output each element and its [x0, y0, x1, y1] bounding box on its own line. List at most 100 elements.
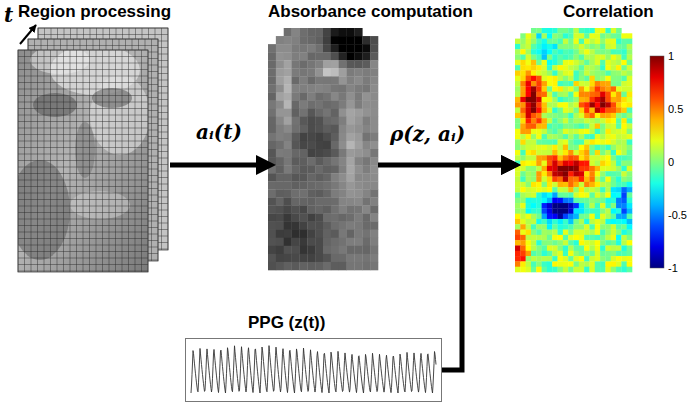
absorbance-cell — [339, 76, 347, 84]
absorbance-cell — [299, 36, 307, 44]
absorbance-cell — [362, 165, 370, 173]
heatmap-cell — [600, 192, 606, 198]
heatmap-cell — [547, 70, 553, 76]
heatmap-cell — [520, 145, 526, 151]
heatmap-cell — [584, 261, 590, 267]
absorbance-cell — [331, 68, 339, 76]
absorbance-cell — [307, 165, 315, 173]
heatmap-cell — [531, 177, 537, 183]
heatmap-cell — [520, 44, 526, 50]
grid-line — [18, 186, 148, 187]
heatmap-cell — [552, 230, 558, 236]
heatmap-cell — [520, 214, 526, 220]
heatmap-cell — [547, 49, 553, 55]
heatmap-cell — [531, 145, 537, 151]
absorbance-cell — [323, 214, 331, 222]
heatmap-cell — [526, 245, 532, 251]
signal-label: ρ(z, aᵢ) — [388, 122, 467, 146]
heatmap-cell — [558, 134, 564, 140]
heatmap-cell — [558, 102, 564, 108]
heatmap-cell — [584, 118, 590, 124]
heatmap-cell — [579, 261, 585, 267]
absorbance-cell — [315, 246, 323, 254]
heatmap-cell — [515, 240, 521, 246]
heatmap-cell — [520, 177, 526, 183]
heatmap-cell — [579, 192, 585, 198]
heatmap-cell — [627, 219, 633, 225]
heatmap-cell — [520, 33, 526, 39]
absorbance-cell — [354, 93, 362, 101]
absorbance-cell — [362, 117, 370, 125]
heatmap-cell — [589, 28, 595, 34]
heatmap-cell — [536, 92, 542, 98]
heatmap-cell — [515, 102, 521, 108]
absorbance-cell — [323, 60, 331, 68]
absorbance-cell — [323, 141, 331, 149]
heatmap-cell — [558, 28, 564, 34]
absorbance-cell — [284, 246, 292, 254]
heatmap-cell — [563, 230, 569, 236]
heatmap-cell — [605, 81, 611, 87]
absorbance-cell — [315, 133, 323, 141]
heatmap-cell — [542, 44, 548, 50]
heatmap-cell — [611, 214, 617, 220]
heatmap-cell — [600, 171, 606, 177]
absorbance-cell — [339, 238, 347, 246]
heatmap-cell — [600, 44, 606, 50]
absorbance-cell — [284, 84, 292, 92]
heatmap-cell — [605, 224, 611, 230]
absorbance-cell — [276, 93, 284, 101]
absorbance-cell — [268, 84, 276, 92]
flow-arrow — [170, 163, 268, 168]
heatmap-cell — [579, 256, 585, 262]
heatmap-cell — [616, 187, 622, 193]
heatmap-cell — [595, 60, 601, 66]
absorbance-cell — [354, 205, 362, 213]
grid-line — [18, 89, 148, 90]
heatmap-cell — [627, 245, 633, 251]
heatmap-cell — [563, 267, 569, 273]
heatmap-cell — [568, 134, 574, 140]
grid-line — [18, 102, 148, 103]
heatmap-cell — [616, 166, 622, 172]
heatmap-cell — [536, 49, 542, 55]
absorbance-cell — [315, 165, 323, 173]
heatmap-cell — [605, 145, 611, 151]
heatmap-cell — [520, 166, 526, 172]
heatmap-cell — [558, 123, 564, 129]
heatmap-cell — [589, 145, 595, 151]
heatmap-cell — [558, 198, 564, 204]
absorbance-cell — [362, 205, 370, 213]
heatmap-cell — [627, 261, 633, 267]
absorbance-cell — [354, 44, 362, 52]
heatmap-cell — [531, 256, 537, 262]
heatmap-cell — [621, 224, 627, 230]
absorbance-cell — [268, 181, 276, 189]
heatmap-cell — [584, 123, 590, 129]
heatmap-cell — [589, 198, 595, 204]
heatmap-cell — [552, 118, 558, 124]
heatmap-cell — [627, 123, 633, 129]
heatmap-cell — [552, 203, 558, 209]
absorbance-cell — [323, 133, 331, 141]
heatmap-cell — [589, 235, 595, 241]
heatmap-cell — [579, 76, 585, 82]
absorbance-cell — [331, 246, 339, 254]
heatmap-cell — [563, 129, 569, 135]
heatmap-cell — [563, 240, 569, 246]
heatmap-cell — [526, 203, 532, 209]
absorbance-cell — [284, 230, 292, 238]
heatmap-cell — [520, 129, 526, 135]
heatmap-cell — [536, 55, 542, 61]
heatmap-cell — [558, 44, 564, 50]
absorbance-cell — [331, 60, 339, 68]
absorbance-cell — [354, 222, 362, 230]
heatmap-cell — [552, 86, 558, 92]
heatmap-cell — [589, 224, 595, 230]
heatmap-cell — [600, 214, 606, 220]
absorbance-cell — [307, 101, 315, 109]
heatmap-cell — [531, 203, 537, 209]
heatmap-cell — [579, 187, 585, 193]
heatmap-cell — [579, 92, 585, 98]
